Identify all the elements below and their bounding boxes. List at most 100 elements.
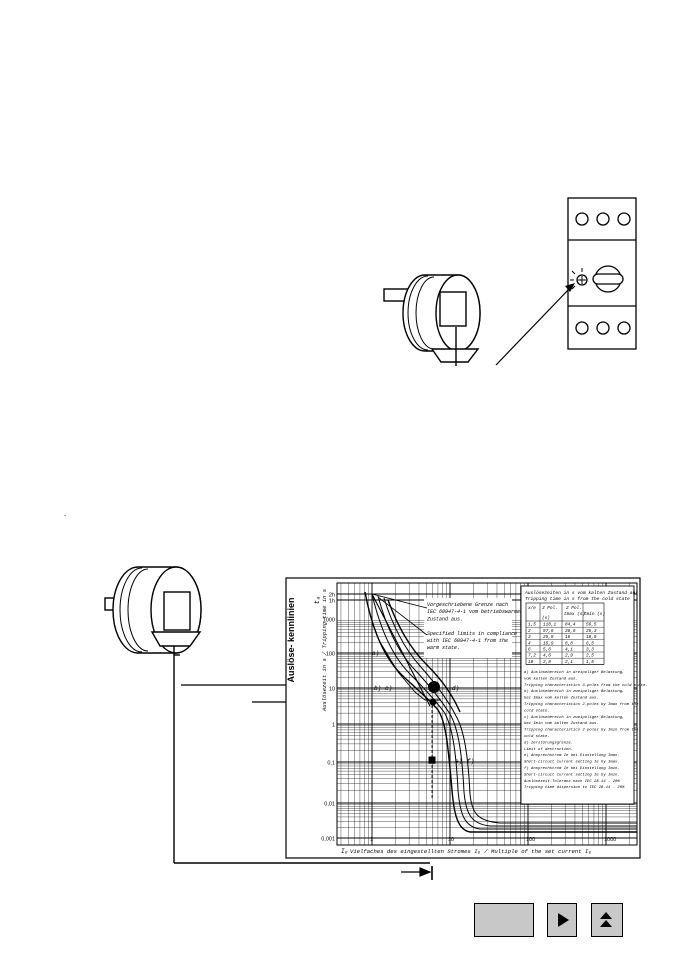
legend-table-cell: 8,8 <box>565 641 573 646</box>
legend-table-cell: 2 <box>528 629 531 634</box>
note-leader-2 <box>377 596 428 636</box>
legend-table-header: tmax (s) <box>564 612 585 617</box>
blank-button[interactable] <box>474 903 534 937</box>
y-axis-label: Auslösezeit in s / Tripping time in s <box>321 589 328 712</box>
play-right-icon <box>558 913 569 927</box>
legend-note-line: Short-circuit current setting Ie by Imax… <box>524 760 620 765</box>
y-tick-label: 2h <box>329 593 335 599</box>
dot-mark: . <box>64 509 66 518</box>
y-axis-title: tₐ <box>314 596 322 604</box>
legend-table-cell: 4 <box>528 641 531 646</box>
curve-label-f: f) <box>467 758 474 765</box>
curve-label-b: b) <box>374 685 381 692</box>
x-tick-labels: 1 10 100 1000 <box>370 837 616 843</box>
legend-note-line: d) Zerstörungsgrenze. <box>524 740 573 745</box>
legend-table-header: (s) <box>542 616 550 621</box>
x-tick-label: 100 <box>526 837 535 843</box>
legend-note-line: e) Ansprechstrom Ie bei Einstellung Imax… <box>524 753 620 758</box>
legend-table-cell: 25,8 <box>543 635 554 640</box>
note-leader-1 <box>371 593 428 609</box>
y-tick-label: 1 <box>332 723 335 729</box>
legend-table-header: 2 Pol. <box>566 606 582 611</box>
svg-text:e): e) <box>455 758 462 765</box>
legend-note-line: Tripping characteristics 2-poles by Imax… <box>524 702 639 707</box>
note-line: Specified limits in compliance <box>427 631 517 637</box>
legend-table-cell: 6 <box>528 648 531 653</box>
motor-illustration-top <box>383 274 481 366</box>
legend-note-line: Tripping characteristics 2-poles by Imin… <box>524 728 639 733</box>
motor-protector-device <box>567 197 637 350</box>
legend-note-line: Auslösezeit-Toleranz nach IEC 28-14 - 20… <box>523 779 620 784</box>
legend-note-line: cold state. <box>524 708 550 713</box>
operating-point-markers <box>425 681 441 800</box>
y-tick-label: 0,001 <box>321 837 335 843</box>
tripping-curves <box>364 591 637 833</box>
legend-table-cell: 56,5 <box>586 623 597 628</box>
legend-note-line: bei Imax vom kalten Zustand aus. <box>524 696 599 701</box>
legend-box: Auslösezeiten in s vom kalten Zustand au… <box>520 585 648 805</box>
legend-table-cell: 57,6 <box>543 629 554 634</box>
trip-curve-2 <box>377 595 637 827</box>
legend-note-line: f) Ansprechstrom Ie bei Einstellung Imin… <box>524 766 620 771</box>
legend-table-cell: 7,2 <box>528 654 536 659</box>
x-axis-label: Vielfaches des eingestellten Stromes Iₑ … <box>350 848 592 855</box>
y-tick-label: 100 <box>326 652 335 658</box>
trip-curve-4 <box>387 599 461 713</box>
note-line: with IEC 60947-4-1 from the <box>427 638 508 644</box>
note-line: IEC 60947-4-1 vom betriebswarmen <box>427 609 523 615</box>
legend-title-line: Auslösezeiten in s vom kalten Zustand au… <box>524 590 638 596</box>
svg-text:a): a) <box>372 650 379 657</box>
x-tick-label: 1000 <box>604 837 616 843</box>
legend-table-cell: 2,5 <box>586 654 594 659</box>
curve-label-a: a) <box>372 650 379 657</box>
legend-note-line: Tripping time dispersion to IEC 28-14 - … <box>524 785 625 790</box>
note-line: Vorgeschriebene Grenze nach <box>427 602 508 608</box>
legend-table-header: 3 Pol. <box>542 606 558 611</box>
curve-label-c: c) <box>385 685 392 692</box>
legend-table-cell: 3 <box>528 635 531 640</box>
double-up-arrow-icon <box>600 912 614 928</box>
legend-table-cell: 15,9 <box>543 641 554 646</box>
y-tick-label: 1h <box>329 599 335 605</box>
legend-table-cell: 6,5 <box>586 641 594 646</box>
legend-note-line: Short-circuit current setting Ie by Imin… <box>524 772 620 777</box>
svg-text:d): d) <box>452 685 459 692</box>
y-tick-label: 0,01 <box>324 802 335 808</box>
legend-title-line: Tripping time in s from the cold state <box>525 596 630 602</box>
legend-note-line: Limit of destruction. <box>524 747 573 752</box>
motor-illustration-bottom <box>104 566 430 864</box>
x-tick-label: 10 <box>448 837 454 843</box>
svg-text:c): c) <box>385 685 392 692</box>
legend-table-cell: 2,8 <box>543 660 551 665</box>
legend-table-cell: 10 <box>528 660 534 665</box>
legend-table-cell: 84,4 <box>565 623 576 628</box>
legend-note-line: bei Imin vom kalten Zustand aus. <box>524 721 599 726</box>
legend-table-cell: 25,3 <box>586 629 597 634</box>
top-button[interactable] <box>591 903 623 937</box>
legend-table-cell: 110,1 <box>543 623 557 628</box>
legend-table-cell: 1,5 <box>528 623 536 628</box>
legend-table-cell: 4,1 <box>565 648 573 653</box>
legend-note-line: c) Auslösebereich in zweipoliger Belastu… <box>524 715 624 720</box>
vertical-title: Auslöse- kennlinien <box>286 597 296 682</box>
legend-table-header: tmin (s) <box>584 612 605 617</box>
note-line: Zustand aus. <box>426 616 463 622</box>
legend-table-cell: 3,3 <box>586 648 594 653</box>
legend-note-line: a) Auslösebereich in dreipoliger Belastu… <box>524 670 624 675</box>
legend-table-cell: 5,6 <box>543 648 551 653</box>
legend-note-line: vom kalten Zustand aus. <box>524 676 578 681</box>
next-button[interactable] <box>547 903 577 937</box>
note-line: warm state. <box>427 645 460 651</box>
x-tick-label: 1 <box>370 837 373 843</box>
legend-note-line: cold state. <box>524 734 550 739</box>
legend-table-cell: 4,6 <box>543 654 551 659</box>
trip-curve-5 <box>379 641 426 701</box>
svg-text:b): b) <box>374 685 381 692</box>
legend-table-header: x/e <box>527 606 536 611</box>
legend-table-cell: 10,9 <box>586 635 597 640</box>
legend-table-cell: 2,1 <box>565 660 573 665</box>
warm-limit-line <box>371 593 431 707</box>
